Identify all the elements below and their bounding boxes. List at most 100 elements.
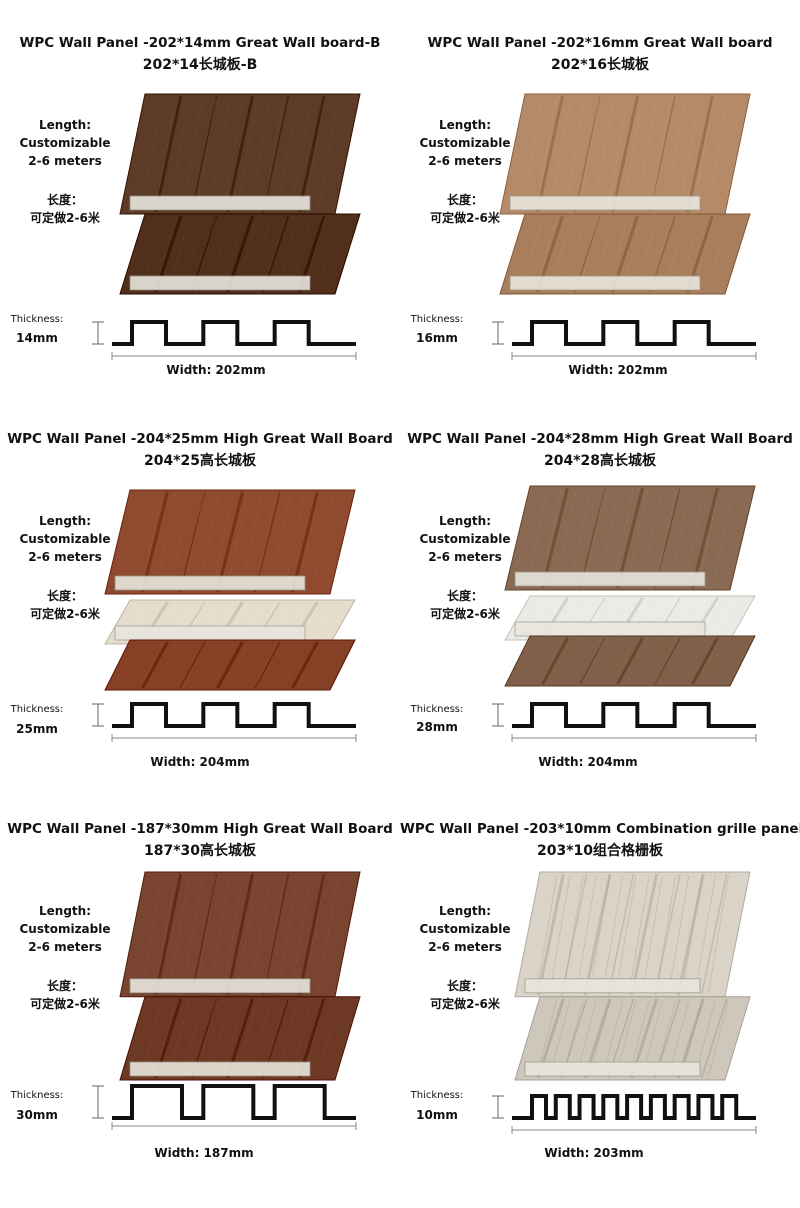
wood-grain <box>636 97 657 211</box>
panel-rib <box>607 873 635 995</box>
wood-grain <box>569 489 591 587</box>
length-info: Length: Customizable 2-6 meters <box>410 902 520 956</box>
panel-card: WPC Wall Panel -202*14mm Great Wall boar… <box>0 32 400 422</box>
panel-end-cap <box>129 1061 311 1077</box>
wood-grain <box>569 639 591 683</box>
wood-grain <box>536 97 557 211</box>
wood-grain <box>255 493 277 591</box>
profile-outline <box>512 1094 756 1120</box>
panel-rib <box>216 641 244 689</box>
length-label: Length: <box>39 904 91 918</box>
length-info: Length: Customizable 2-6 meters <box>410 512 520 566</box>
length-cn-label: 长度： <box>446 589 483 603</box>
panel-rib <box>536 873 565 996</box>
wood-grain <box>712 639 734 683</box>
panel-rib <box>536 95 564 213</box>
profile-outline <box>112 320 356 346</box>
length-custom: Customizable <box>19 922 111 936</box>
panel-rib <box>654 637 681 685</box>
panel-card: WPC Wall Panel -187*30mm High Great Wall… <box>0 818 400 1208</box>
panel-title: WPC Wall Panel -202*14mm Great Wall boar… <box>19 35 381 51</box>
thickness-value: 25mm <box>16 722 58 736</box>
panel-subtitle: 202*14长城板-B <box>142 57 258 73</box>
width-label: Width: 187mm <box>154 1146 254 1160</box>
wood-grain <box>183 643 205 687</box>
wood-grain <box>598 489 619 587</box>
wood-grain <box>564 97 586 211</box>
thickness-value: 14mm <box>16 331 58 345</box>
wood-grain <box>550 97 572 211</box>
wood-grain <box>198 643 219 687</box>
wood-grain <box>298 493 319 591</box>
panel-rib <box>141 491 169 593</box>
wood-grain <box>222 875 244 993</box>
wood-grain <box>549 875 571 993</box>
panel-board <box>514 996 751 1081</box>
panel-end-cap <box>524 1061 701 1077</box>
wood-grain <box>655 489 677 587</box>
panel-rib <box>560 873 588 995</box>
wood-grain <box>526 639 548 683</box>
wood-grain <box>698 639 719 683</box>
wood-grain <box>198 493 219 591</box>
wood-grain <box>589 875 610 993</box>
wood-grain <box>641 489 662 587</box>
wood-grain <box>209 875 231 993</box>
width-label: Width: 203mm <box>544 1146 644 1160</box>
wood-grain <box>578 97 600 211</box>
panel-end-cap <box>114 625 306 641</box>
wood-grain <box>290 875 312 993</box>
wood-grain <box>583 489 605 587</box>
panel-product-image <box>104 489 356 691</box>
panel-rib <box>583 873 612 996</box>
length-info: Length: Customizable 2-6 meters <box>410 116 520 170</box>
wood-grain <box>236 97 258 211</box>
panel-product-image <box>499 93 751 295</box>
panel-rib <box>254 491 281 593</box>
length-cn-label: 长度： <box>46 589 83 603</box>
wood-grain <box>222 97 244 211</box>
panel-rib <box>226 95 254 213</box>
panel-rib <box>691 637 719 685</box>
wood-grain <box>249 97 271 211</box>
wood-grain <box>312 603 334 641</box>
wood-grain <box>212 643 234 687</box>
panel-rib <box>297 873 326 996</box>
panel-title: WPC Wall Panel -203*10mm Combination gri… <box>400 821 800 837</box>
wood-grain <box>698 489 719 587</box>
wood-grain <box>226 643 248 687</box>
panel-rib <box>691 487 719 589</box>
wood-grain <box>182 875 203 993</box>
panel-title: WPC Wall Panel -204*28mm High Great Wall… <box>407 431 793 447</box>
thickness-label: Thickness: <box>10 704 64 715</box>
wood-grain <box>681 875 703 993</box>
wood-grain <box>712 599 734 637</box>
panel-rib <box>574 95 601 213</box>
cross-section-profile <box>492 1094 757 1134</box>
wood-grain <box>283 643 305 687</box>
wood-grain <box>712 489 734 587</box>
wood-grain <box>707 875 729 993</box>
panel-end-cap <box>114 575 306 591</box>
panel-product-image <box>504 485 756 687</box>
panel-rib <box>297 95 326 213</box>
wood-grain <box>694 875 716 993</box>
wood-grain <box>236 875 258 993</box>
panel-rib <box>616 637 644 685</box>
wood-grain <box>575 875 597 993</box>
wood-grain <box>317 217 339 291</box>
panel-rib <box>541 637 569 685</box>
wood-grain <box>526 489 548 587</box>
wood-grain <box>283 493 305 591</box>
panel-rib <box>654 873 681 995</box>
wood-grain <box>263 875 285 993</box>
panel-rib <box>226 873 254 996</box>
length-info-cn: 长度： 可定做2-6米 <box>10 191 120 227</box>
length-info: Length: Customizable 2-6 meters <box>10 116 120 170</box>
wood-grain <box>650 97 672 211</box>
profile-outline <box>112 1084 356 1120</box>
wood-grain <box>168 97 190 211</box>
wood-grain <box>212 493 234 591</box>
cross-section-profile <box>92 1084 357 1130</box>
length-label: Length: <box>439 514 491 528</box>
